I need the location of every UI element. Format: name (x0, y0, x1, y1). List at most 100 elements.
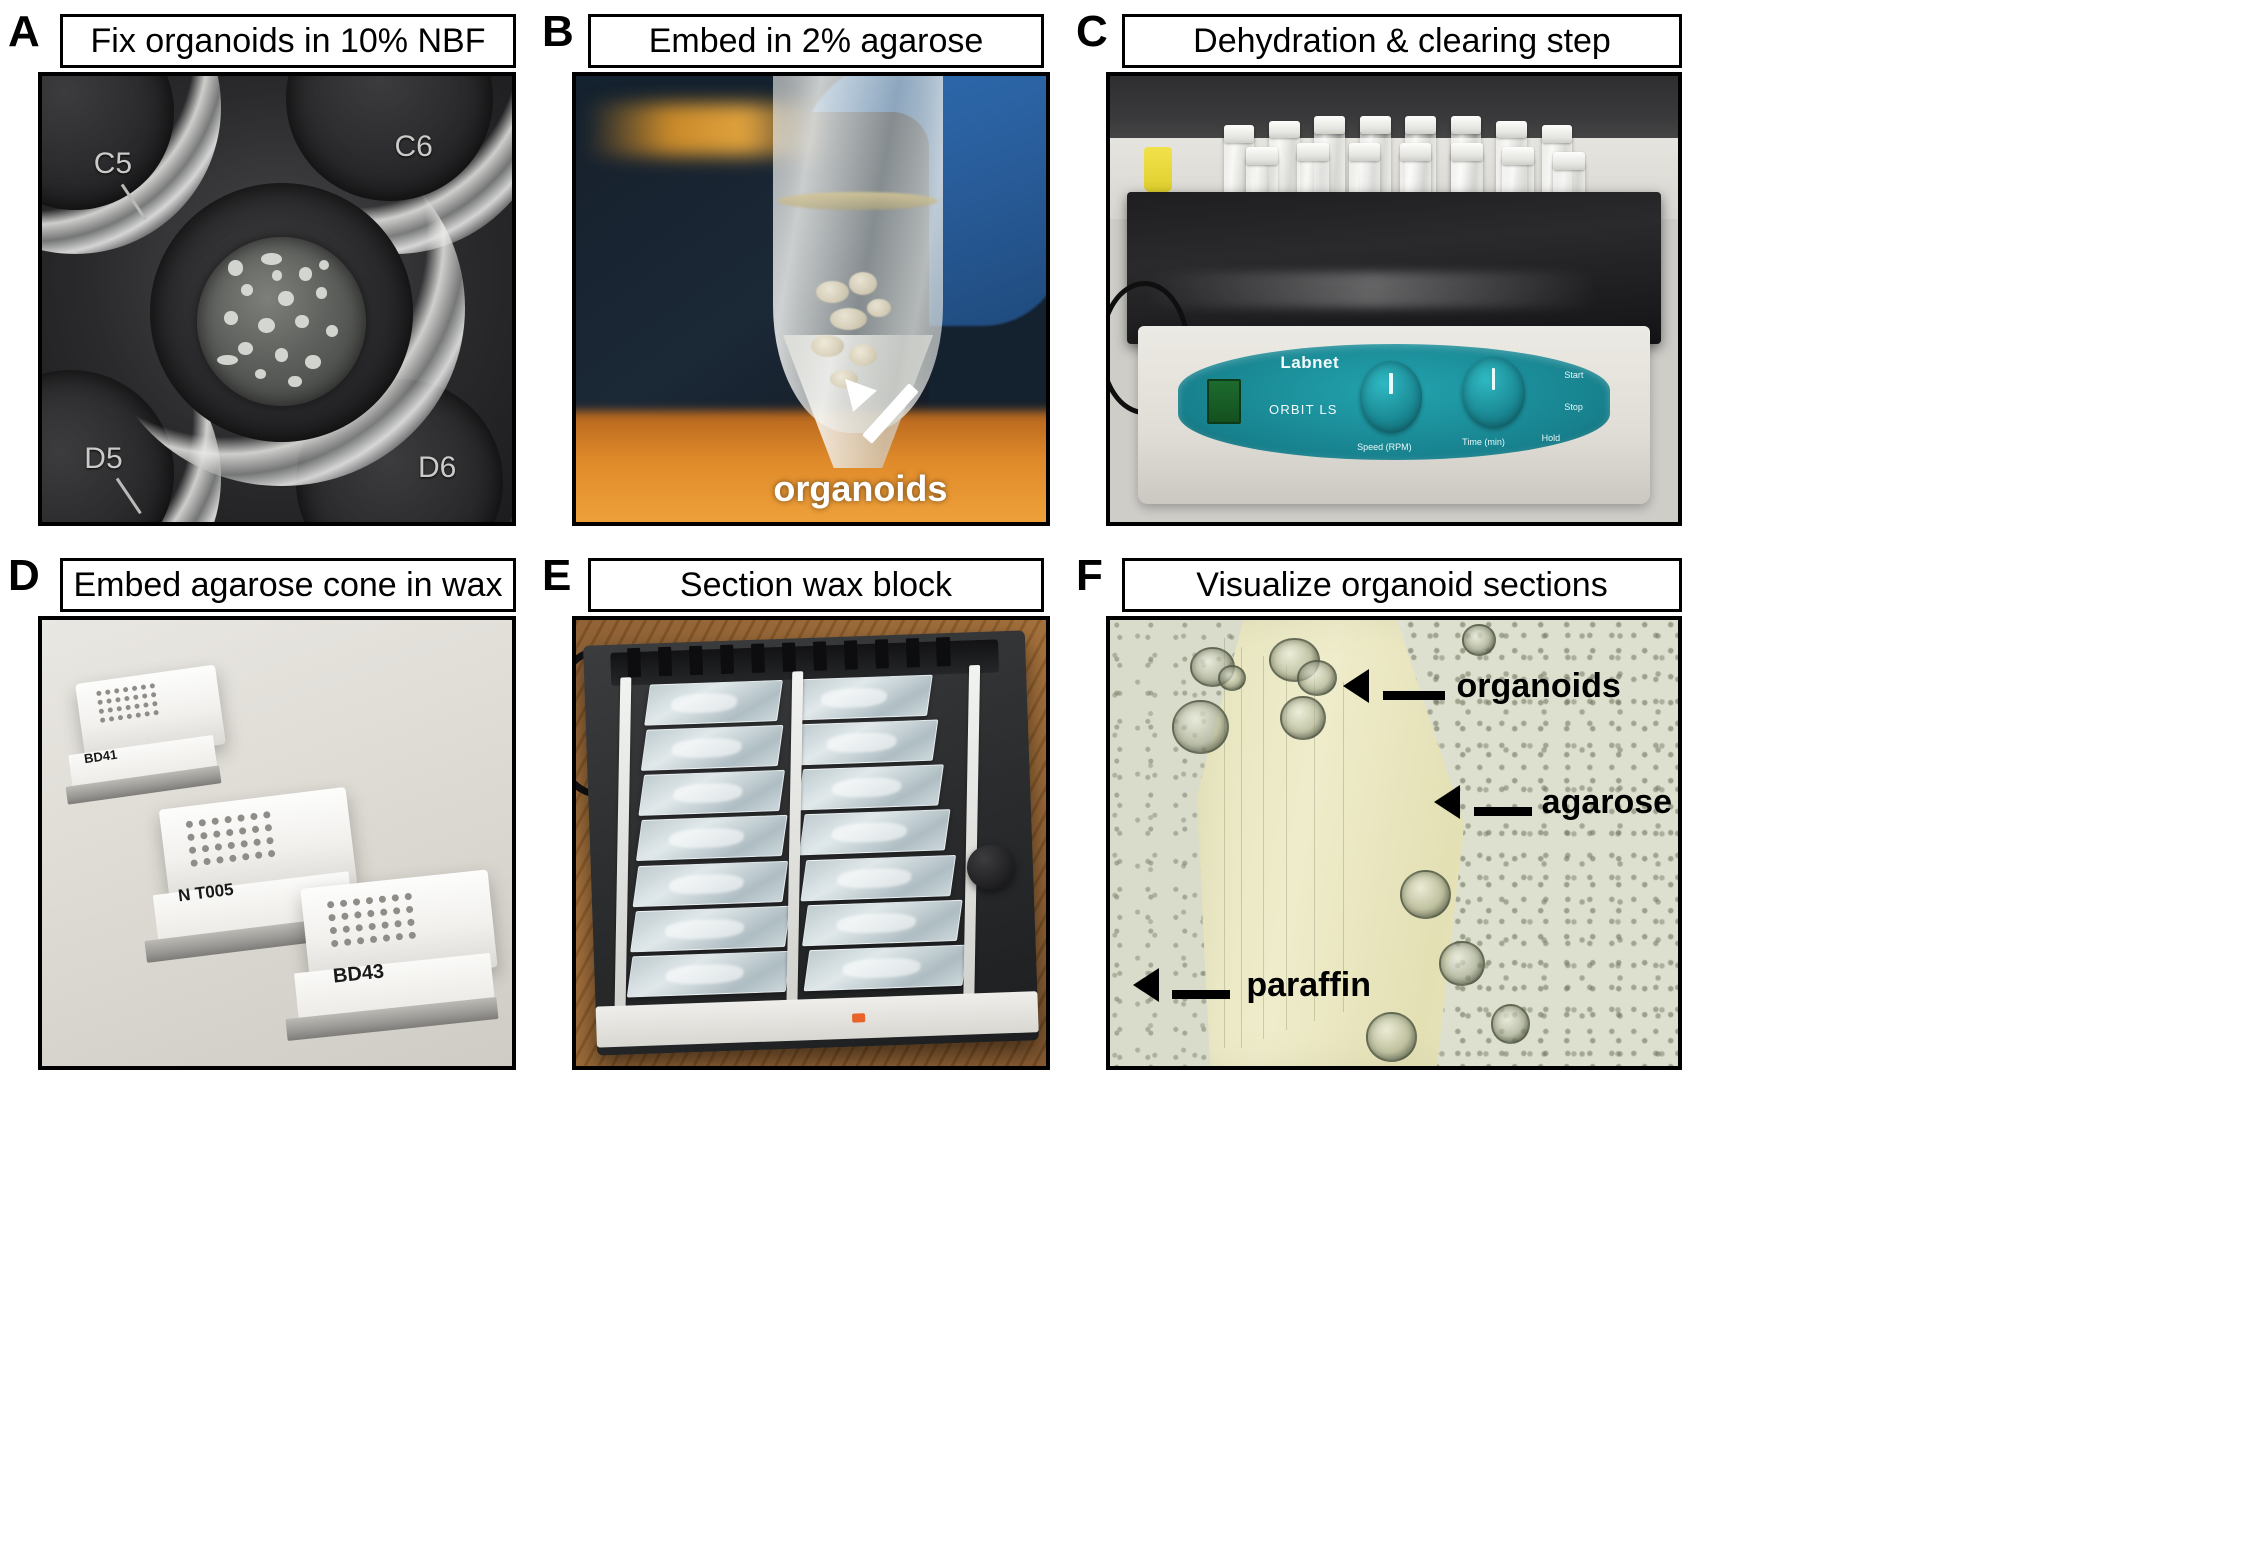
panel-f: F Visualize organoid sections (1076, 550, 1682, 1070)
panel-f-title-box: Visualize organoid sections (1122, 558, 1682, 612)
warmer-base (595, 991, 1039, 1048)
vial-cap (1314, 116, 1346, 134)
panel-c: C Dehydration & clearing step (1076, 6, 1682, 526)
microscope-slide (797, 764, 945, 811)
panel-e: E Section wax block (542, 550, 1062, 1070)
agarose-tube-photo: organoids (576, 76, 1046, 522)
microscope-slide (800, 854, 957, 901)
panel-letter-d: D (8, 551, 40, 600)
vial-cap (1541, 125, 1573, 143)
microscope-slide (794, 674, 933, 721)
warmer-rail (962, 664, 980, 1019)
organoid (1217, 664, 1247, 692)
indicator-light (852, 1013, 866, 1023)
panel-b-image: organoids (572, 72, 1050, 526)
organoid-blob (811, 334, 844, 357)
vial-cap (1553, 151, 1585, 170)
panel-e-title: Section wax block (679, 566, 953, 604)
organoid (1462, 624, 1497, 656)
microscope-slide (627, 950, 792, 998)
organoid-blob (848, 343, 877, 366)
panel-letter-a: A (8, 7, 40, 56)
panel-letter-b: B (542, 7, 574, 56)
vial-cap (1405, 116, 1437, 134)
panel-a-title-box: Fix organoids in 10% NBF (60, 14, 516, 68)
organoid-blob (829, 307, 868, 331)
time-knob-label: Time (min) (1462, 437, 1505, 448)
vial-cap (1496, 120, 1527, 139)
organoid (1280, 695, 1326, 741)
microscope-slide (629, 905, 791, 952)
agarose-annotation-label: agarose (1541, 783, 1673, 822)
background-shelf (1110, 76, 1678, 148)
organoid (1439, 941, 1485, 986)
microscope-slide (795, 719, 939, 766)
orange-bench (576, 410, 1046, 522)
lcd-display (1206, 379, 1241, 424)
microscope-slide (802, 899, 963, 946)
cassette-perforations (326, 892, 416, 947)
vial-cap (1450, 142, 1483, 161)
model-label: ORBIT LS (1269, 401, 1338, 417)
paraffin-arrow-head (1132, 967, 1159, 1002)
panel-f-title: Visualize organoid sections (1196, 566, 1608, 604)
panel-c-image: Labnet ORBIT LS Speed (RPM) Time (min) S… (1106, 72, 1682, 526)
panel-d: D Embed agarose cone in wax (8, 550, 528, 1070)
yellow-bottle (1144, 147, 1173, 192)
panel-d-image: BD41 (38, 616, 516, 1070)
microscope-slide (644, 679, 783, 726)
organoid-pellet (197, 236, 367, 407)
time-knob[interactable] (1462, 356, 1525, 429)
panel-a: A Fix organoids in 10% NBF (8, 6, 528, 526)
vial-cap (1399, 142, 1432, 161)
cassette-photo: BD41 (42, 620, 512, 1066)
well-label-d5: D5 (84, 441, 123, 475)
start-button-label[interactable]: Start (1564, 370, 1584, 381)
panel-d-title: Embed agarose cone in wax (73, 566, 503, 604)
well-label-c5: C5 (93, 147, 133, 181)
paraffin-region-right (1405, 620, 1678, 1066)
vial-cap (1269, 120, 1300, 139)
slide-warmer-photo (576, 620, 1046, 1066)
microscope-slide (632, 860, 789, 907)
microscope-slide (641, 724, 784, 771)
organoids-arrow-head (1342, 669, 1369, 704)
slide-warmer-body (583, 630, 1039, 1056)
vial-cap (1450, 116, 1482, 134)
organoid-blob (829, 370, 858, 389)
organoids-label: organoids (773, 468, 948, 510)
organoid (1490, 1003, 1531, 1044)
paraffin-annotation-label: paraffin (1246, 965, 1371, 1004)
speed-knob[interactable] (1359, 361, 1423, 433)
orbital-shaker-photo: Labnet ORBIT LS Speed (RPM) Time (min) S… (1110, 76, 1678, 522)
vial-cap (1359, 116, 1391, 134)
well-label-d6: D6 (418, 450, 457, 484)
agarose-arrow-head (1433, 785, 1460, 820)
agarose-meniscus (778, 191, 938, 210)
panel-c-title: Dehydration & clearing step (1193, 22, 1611, 60)
stop-button-label[interactable]: Stop (1564, 401, 1583, 412)
vial-cap (1246, 147, 1279, 166)
brand-label: Labnet (1280, 352, 1340, 372)
panel-f-image: organoids agarose paraffin (1106, 616, 1682, 1070)
vial-cap (1348, 142, 1381, 161)
well-label-c6: C6 (394, 129, 433, 163)
vial-cap (1297, 142, 1330, 161)
organoid-blob (867, 299, 891, 317)
organoid (1399, 869, 1451, 919)
panel-b-title-box: Embed in 2% agarose (588, 14, 1044, 68)
hold-button-label[interactable]: Hold (1541, 432, 1561, 443)
microscope-section-photo: organoids agarose paraffin (1110, 620, 1678, 1066)
organoid-blob (848, 272, 877, 295)
microscope-slide (635, 815, 788, 862)
panel-a-title: Fix organoids in 10% NBF (90, 22, 486, 60)
shaker-platform (1127, 191, 1661, 344)
vial-cap (1501, 147, 1534, 166)
panel-a-image: C5 C6 D5 D6 (38, 72, 516, 526)
microscope-slide (638, 769, 786, 817)
agarose-arrow-shaft (1473, 807, 1532, 817)
vial-cap (1223, 125, 1255, 143)
panel-b: B Embed in 2% agarose (542, 6, 1062, 526)
panel-letter-e: E (542, 551, 571, 600)
